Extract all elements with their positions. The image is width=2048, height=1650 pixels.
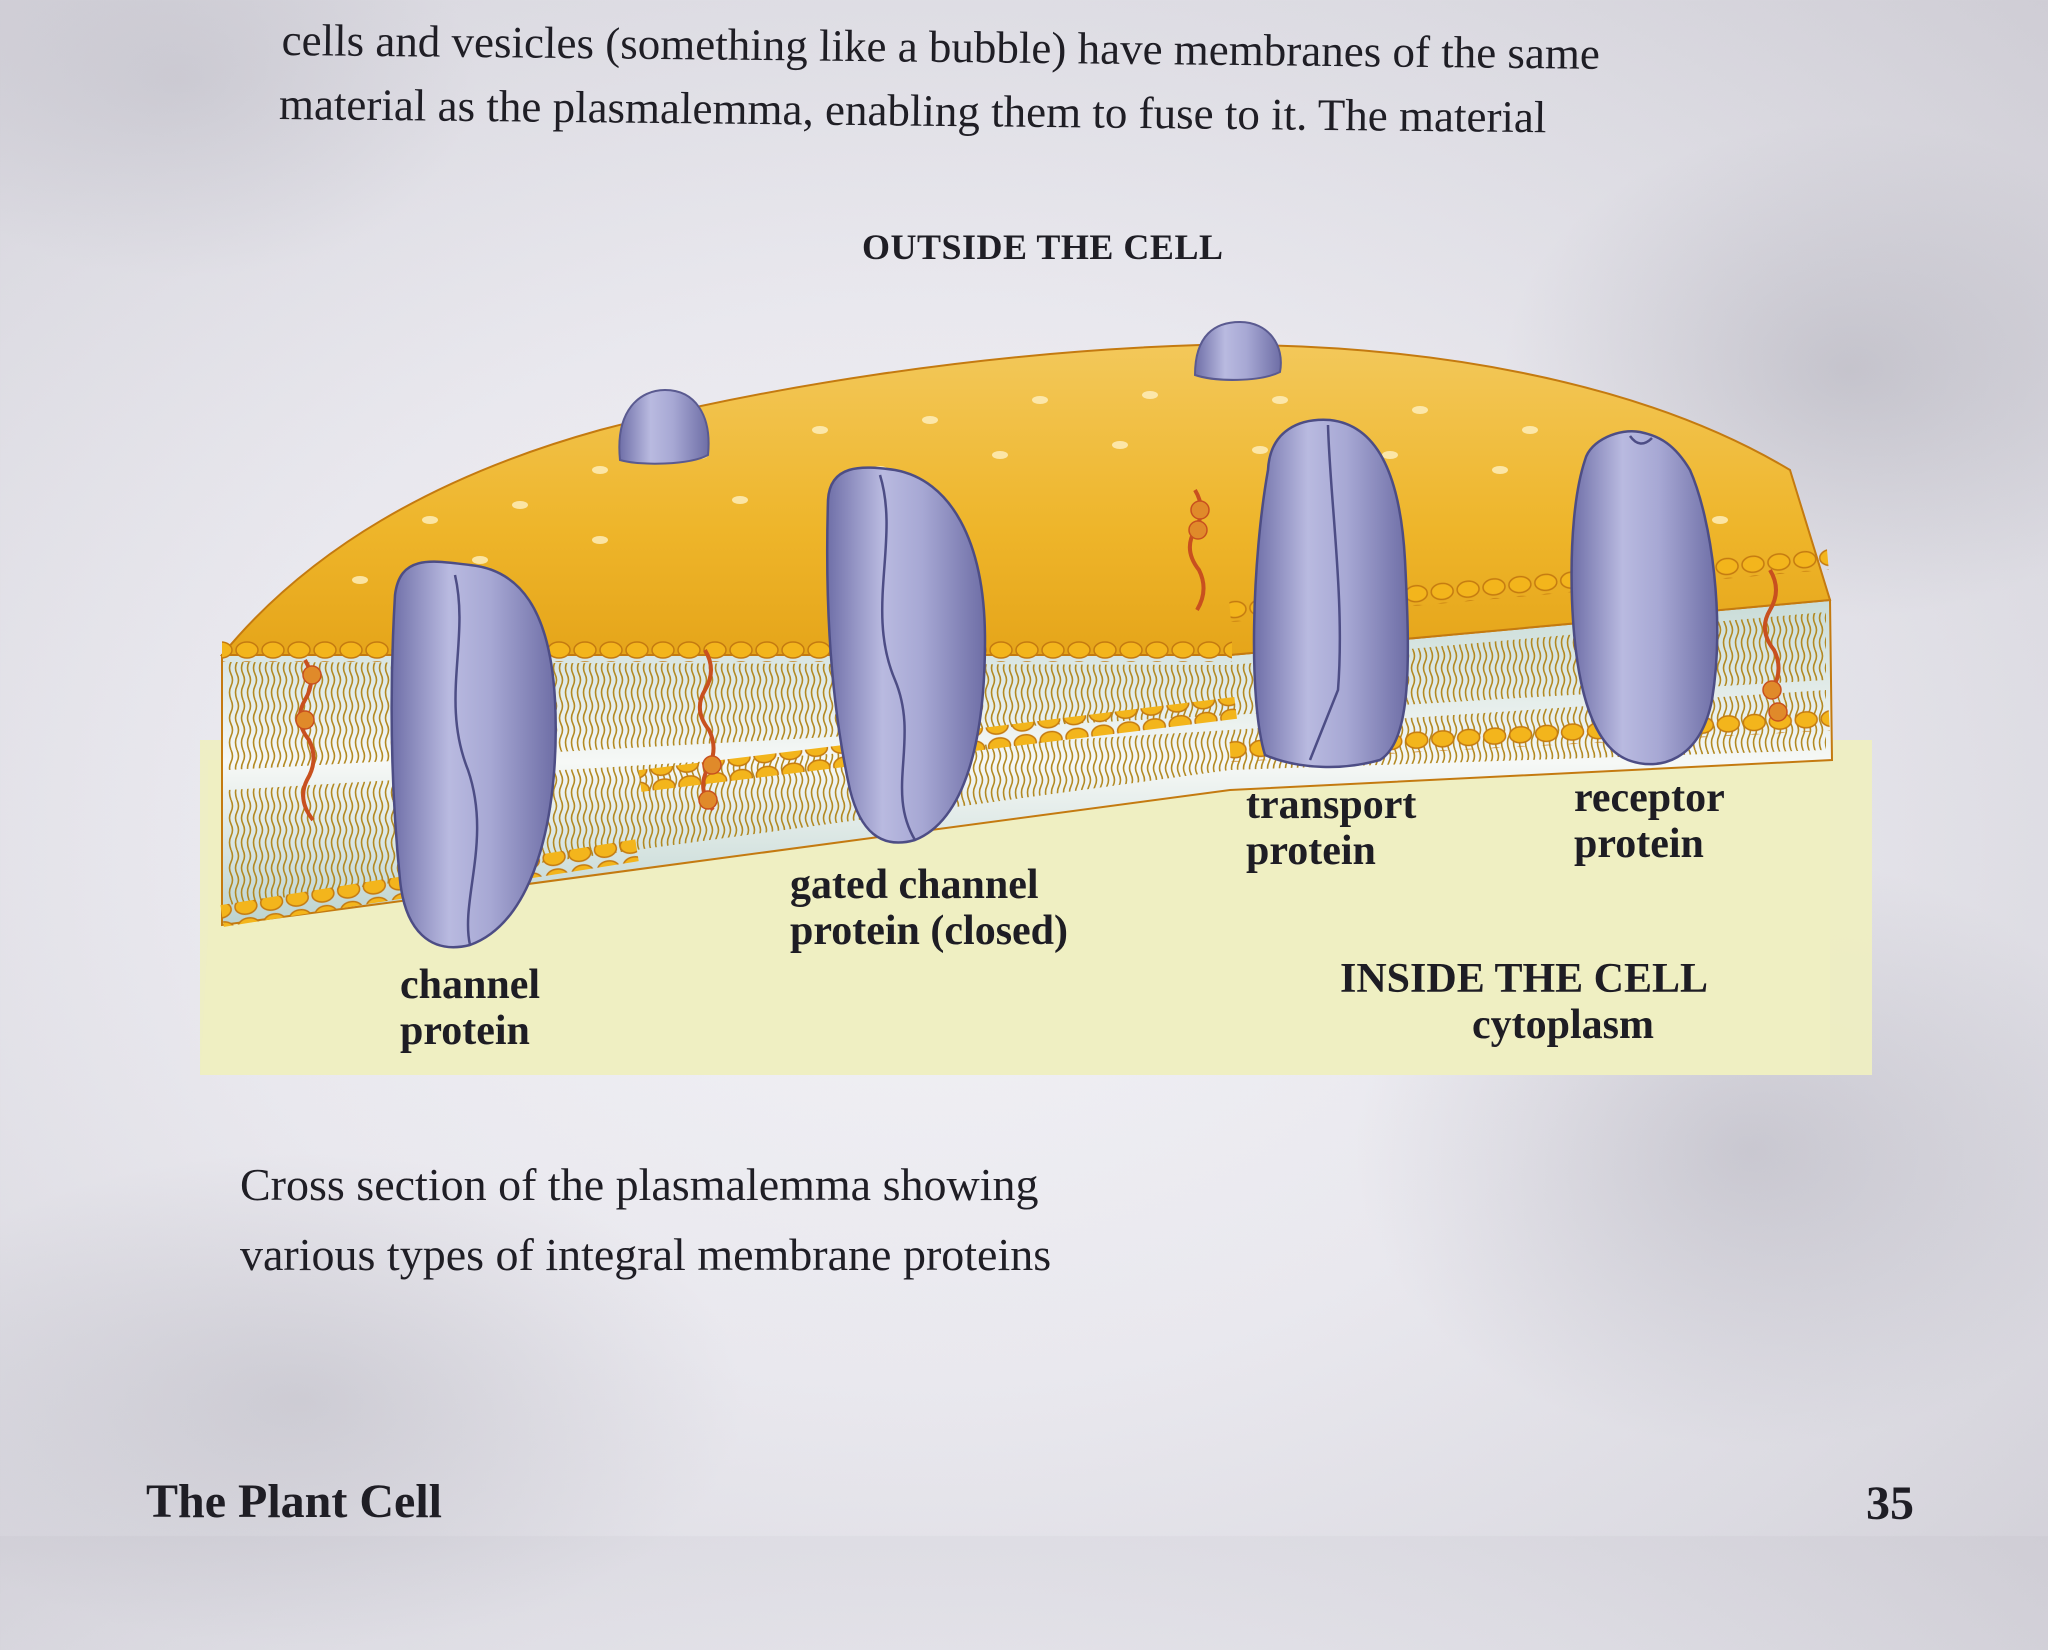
gated-channel-protein-label-line-1: gated channel	[790, 862, 1039, 908]
receptor-protein-shape	[1570, 429, 1719, 766]
transport-protein-label-line-2: protein	[1246, 828, 1376, 874]
receptor-protein-label-line-2: protein	[1574, 821, 1704, 867]
transport-protein-label: transport protein	[1246, 782, 1416, 874]
peripheral-protein-left	[618, 388, 710, 465]
footer-book-title: The Plant Cell	[146, 1475, 442, 1528]
upper-leaflet-tails	[228, 612, 1826, 770]
outside-the-cell-label: OUTSIDE THE CELL	[862, 227, 1224, 267]
peripheral-protein-right	[1193, 320, 1282, 381]
figure-caption-line-1: Cross section of the plasmalemma showing	[240, 1159, 1039, 1210]
upper-head-row-left	[222, 640, 1232, 662]
channel-protein-label-line-2: protein	[400, 1008, 530, 1054]
figure-caption: Cross section of the plasmalemma showing…	[240, 1150, 1051, 1290]
channel-protein-shape	[390, 560, 557, 949]
gated-channel-protein-shape	[825, 466, 987, 844]
gated-channel-protein-label: gated channel protein (closed)	[790, 862, 1068, 954]
cytoplasm-label: cytoplasm	[1472, 1002, 1655, 1048]
channel-protein-label: channel protein	[400, 962, 540, 1054]
gated-channel-protein-label-line-2: protein (closed)	[790, 908, 1069, 954]
membrane-top-surface	[219, 343, 1832, 656]
receptor-protein-label-line-1: receptor	[1574, 775, 1725, 821]
receptor-protein-label: receptor protein	[1574, 775, 1725, 867]
transport-protein-shape	[1252, 418, 1410, 769]
transport-protein-label-line-1: transport	[1246, 782, 1417, 828]
plasmalemma-diagram	[200, 320, 1872, 1075]
figure-caption-line-2: various types of integral membrane prote…	[240, 1229, 1052, 1280]
channel-protein-label-line-1: channel	[400, 962, 541, 1008]
inside-the-cell-label: INSIDE THE CELL cytoplasm	[1340, 956, 1708, 1048]
carbohydrate-beads	[295, 500, 1788, 810]
page-number: 35	[1866, 1477, 1914, 1530]
inside-the-cell-label-line-1: INSIDE THE CELL	[1340, 956, 1709, 1002]
